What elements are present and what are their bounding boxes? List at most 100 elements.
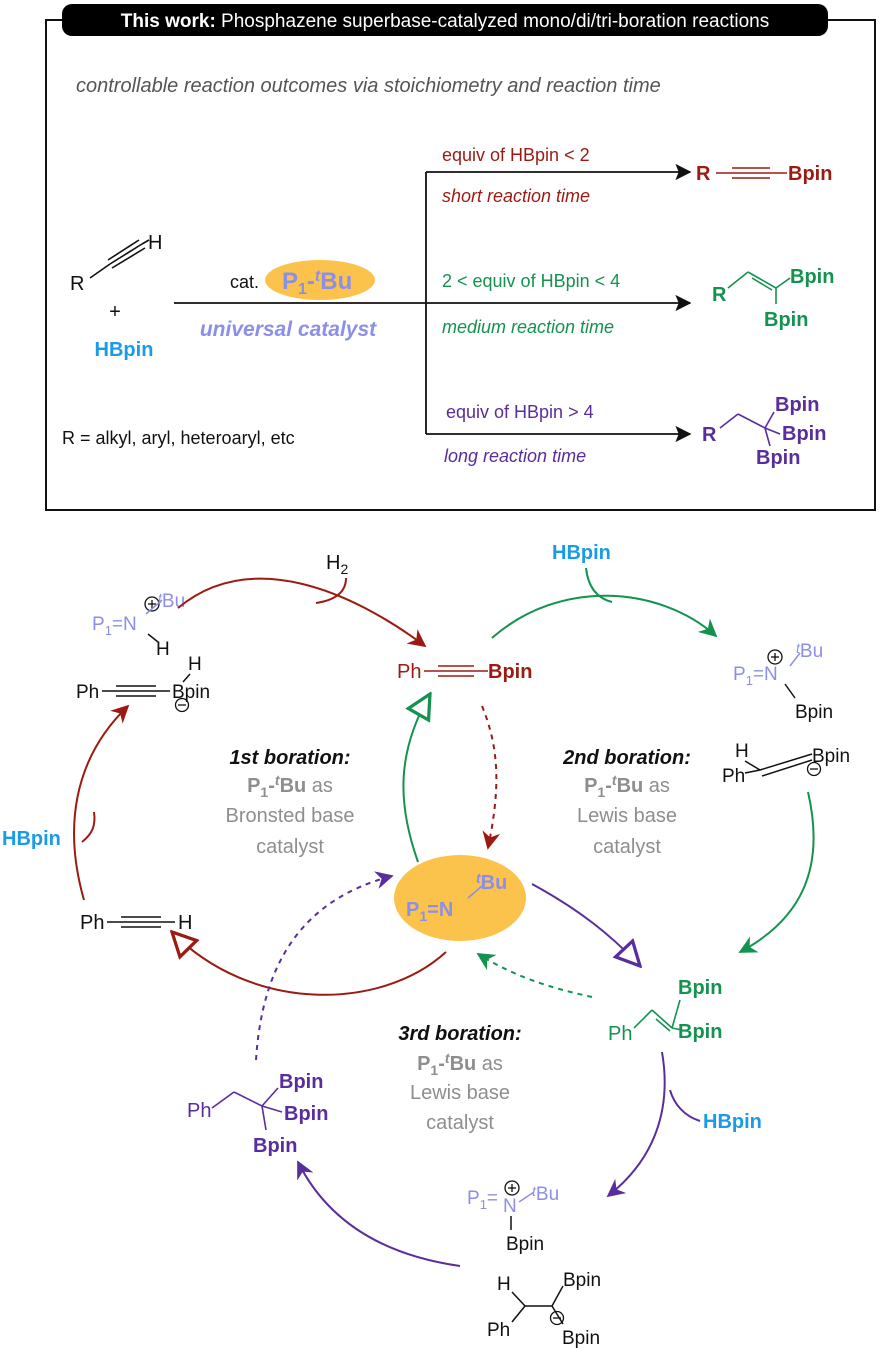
first-boration-note: 1st boration: P1-tBu as Bronsted base ca… bbox=[226, 747, 355, 858]
svg-text:3rd boration:: 3rd boration: bbox=[398, 1023, 521, 1045]
svg-text:Bpin: Bpin bbox=[764, 309, 808, 331]
branch2-condition: 2 < equiv of HBpin < 4 bbox=[442, 271, 620, 291]
svg-text:catalyst: catalyst bbox=[256, 836, 324, 858]
svg-text:Ph: Ph bbox=[397, 661, 421, 683]
branch2-time: medium reaction time bbox=[442, 317, 614, 337]
arrow-hbpin-curl-3 bbox=[669, 1089, 701, 1122]
svg-text:Bpin: Bpin bbox=[279, 1071, 323, 1093]
svg-text:H: H bbox=[156, 639, 170, 660]
panel-subtitle: controllable reaction outcomes via stoic… bbox=[76, 75, 661, 97]
svg-text:tBu: tBu bbox=[532, 1183, 559, 1205]
arrow-h2-curl bbox=[315, 577, 347, 604]
svg-text:Ph: Ph bbox=[80, 912, 104, 934]
hbpin-left: HBpin bbox=[2, 828, 61, 850]
banner-rest: Phosphazene superbase-catalyzed mono/di/… bbox=[216, 11, 769, 32]
arrow-purple-open bbox=[531, 883, 640, 966]
phenylacetylene: Ph H bbox=[80, 912, 192, 934]
svg-text:tBu: tBu bbox=[158, 590, 185, 612]
arrow-green-open bbox=[402, 694, 430, 863]
intermediate-2: P1=N tBu Bpin H Ph Bpin bbox=[722, 640, 850, 787]
third-boration-note: 3rd boration: P1-tBu as Lewis base catal… bbox=[398, 1023, 521, 1134]
svg-text:Bpin: Bpin bbox=[678, 977, 722, 999]
arrow-hbpin-addition-3 bbox=[606, 1051, 666, 1198]
summary-panel: This work: Phosphazene superbase-catalyz… bbox=[45, 4, 876, 511]
arrow-hbpin-addition-1 bbox=[73, 704, 130, 901]
svg-text:Bpin: Bpin bbox=[782, 423, 826, 445]
svg-text:catalyst: catalyst bbox=[593, 836, 661, 858]
product-triborylalkane: R Bpin Bpin Bpin bbox=[702, 394, 826, 469]
cycle-triborylalkane: Ph Bpin Bpin Bpin bbox=[187, 1071, 328, 1157]
terminal-alkyne bbox=[89, 239, 150, 279]
hbpin-top: HBpin bbox=[552, 542, 611, 564]
arrow-hbpin-curl-1 bbox=[81, 811, 96, 843]
central-catalyst: P1=N bbox=[406, 899, 453, 924]
svg-text:Lewis base: Lewis base bbox=[577, 805, 677, 827]
svg-text:2nd boration:: 2nd boration: bbox=[562, 747, 691, 769]
central-catalyst-highlight bbox=[394, 855, 526, 941]
svg-text:Bpin: Bpin bbox=[562, 1328, 600, 1349]
svg-text:P1=: P1= bbox=[467, 1188, 498, 1212]
catalyst-prefix: cat. bbox=[230, 272, 259, 292]
svg-text:Bpin: Bpin bbox=[284, 1103, 328, 1125]
svg-text:Ph: Ph bbox=[76, 682, 99, 703]
svg-text:Ph: Ph bbox=[487, 1320, 510, 1341]
svg-text:Bpin: Bpin bbox=[563, 1270, 601, 1291]
svg-text:H: H bbox=[497, 1274, 511, 1295]
branch3-condition: equiv of HBpin > 4 bbox=[446, 402, 594, 422]
arrow-purple-dashed bbox=[255, 871, 394, 1061]
svg-text:P1=N: P1=N bbox=[733, 664, 778, 688]
branch1-condition: equiv of HBpin < 2 bbox=[442, 145, 590, 165]
svg-text:H: H bbox=[178, 912, 192, 934]
svg-text:Bpin: Bpin bbox=[775, 394, 819, 416]
svg-text:Ph: Ph bbox=[187, 1100, 211, 1122]
svg-text:R: R bbox=[712, 284, 727, 306]
svg-text:Ph: Ph bbox=[722, 766, 745, 787]
intermediate-3: P1= N tBu Bpin H Ph Bpin Bpin bbox=[467, 1180, 601, 1349]
svg-text:1st boration:: 1st boration: bbox=[229, 747, 350, 769]
arrow-to-diborylalkene bbox=[738, 791, 815, 953]
svg-text:tBu: tBu bbox=[796, 640, 823, 662]
svg-text:R: R bbox=[702, 424, 717, 446]
svg-text:Bpin: Bpin bbox=[756, 447, 800, 469]
r-definition: R = alkyl, aryl, heteroaryl, etc bbox=[62, 428, 295, 448]
plus-sign: + bbox=[109, 301, 121, 323]
svg-text:P1=N: P1=N bbox=[92, 614, 137, 638]
svg-text:Bpin: Bpin bbox=[506, 1234, 544, 1255]
svg-text:Bpin: Bpin bbox=[812, 746, 850, 767]
svg-text:N: N bbox=[503, 1196, 517, 1217]
catalytic-cycle: P1=N tBu Ph Bpin H2 HBpin HBpin HBpin P1… bbox=[2, 542, 850, 1349]
arrow-hbpin-curl-2 bbox=[585, 567, 613, 603]
svg-text:H: H bbox=[188, 654, 202, 675]
arrow-hbpin-addition-2 bbox=[491, 594, 718, 639]
catalyst-label: P1-tBu bbox=[282, 268, 352, 298]
universal-catalyst-label: universal catalyst bbox=[200, 318, 377, 341]
central-catalyst-bond bbox=[467, 885, 483, 899]
catalyst-highlight bbox=[265, 260, 375, 300]
svg-text:Bpin: Bpin bbox=[795, 702, 833, 723]
svg-text:Bpin: Bpin bbox=[788, 163, 832, 185]
branch1-time: short reaction time bbox=[442, 186, 590, 206]
hbpin-right: HBpin bbox=[703, 1111, 762, 1133]
svg-text:P1-tBu as: P1-tBu as bbox=[417, 1050, 503, 1078]
central-catalyst-tbu: tBu bbox=[476, 870, 507, 894]
svg-text:P1-tBu as: P1-tBu as bbox=[247, 772, 333, 800]
svg-text:Bpin: Bpin bbox=[790, 266, 834, 288]
second-boration-note: 2nd boration: P1-tBu as Lewis base catal… bbox=[562, 747, 691, 858]
svg-text:P1-tBu as: P1-tBu as bbox=[584, 772, 670, 800]
reagent-hbpin: HBpin bbox=[95, 339, 154, 361]
cycle-diborylalkene: Ph Bpin Bpin bbox=[608, 977, 722, 1045]
arrow-red-dashed bbox=[481, 705, 501, 850]
svg-text:Bpin: Bpin bbox=[253, 1135, 297, 1157]
svg-text:Bpin: Bpin bbox=[172, 682, 210, 703]
arrow-green-dashed bbox=[476, 953, 593, 998]
product-alkynylboronate: R Bpin bbox=[696, 163, 832, 185]
svg-text:Bpin: Bpin bbox=[488, 661, 532, 683]
phenylalkynyl-boronate: Ph Bpin bbox=[397, 661, 532, 683]
arrow-h2-release bbox=[177, 577, 427, 648]
svg-text:Lewis base: Lewis base bbox=[410, 1082, 510, 1104]
banner-bold: This work: bbox=[121, 11, 216, 32]
svg-text:Bronsted base: Bronsted base bbox=[226, 805, 355, 827]
banner-background bbox=[62, 4, 828, 36]
arrow-to-triborylalkane bbox=[297, 1160, 461, 1267]
